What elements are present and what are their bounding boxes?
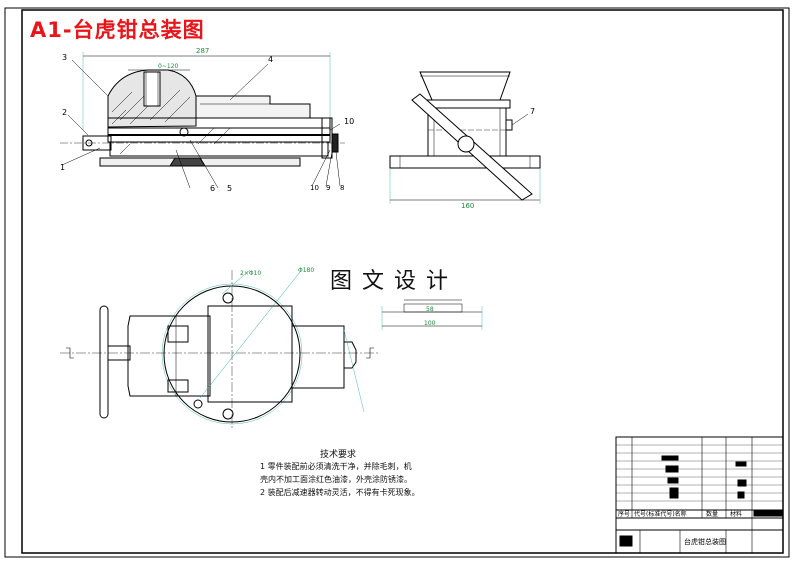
dim-side-width: 160 xyxy=(461,202,474,210)
dim-plate-dia: Φ180 xyxy=(298,267,314,274)
top-view xyxy=(60,269,483,430)
title-block xyxy=(615,436,784,554)
callout-3: 3 xyxy=(62,53,67,62)
callout-6: 6 xyxy=(210,184,215,193)
callout-1: 1 xyxy=(60,163,65,172)
drawing-title: A1-台虎钳总装图 xyxy=(30,18,205,42)
callout-5: 5 xyxy=(227,184,232,193)
inner-frame xyxy=(21,9,784,554)
side-view xyxy=(389,71,541,204)
callout-10-top: 10 xyxy=(344,117,354,126)
callout-10-bottom: 10 xyxy=(310,184,319,192)
dim-slot-inner: 58 xyxy=(426,306,434,313)
tb-col-mat: 材料 xyxy=(730,510,742,518)
front-section-view xyxy=(60,52,345,189)
notes-heading: 技术要求 xyxy=(320,450,357,460)
tb-col-qty: 数量 xyxy=(706,510,718,518)
callout-4: 4 xyxy=(268,55,273,64)
callout-8: 8 xyxy=(340,184,344,192)
dim-slot-outer: 100 xyxy=(424,320,436,327)
dim-bolt-holes: 2×Φ10 xyxy=(240,270,261,277)
watermark-text: 图文设计 xyxy=(330,265,480,299)
dim-travel: 0~120 xyxy=(158,63,178,70)
tb-drawing-name: 台虎钳总装图 xyxy=(684,537,726,546)
callout-9: 9 xyxy=(326,184,330,192)
notes-line-3: 2 装配后减速器转动灵活，不得有卡死现象。 xyxy=(260,488,420,497)
dim-overall-length: 287 xyxy=(196,47,209,55)
callout-7: 7 xyxy=(530,107,535,116)
callout-2: 2 xyxy=(62,108,67,117)
tb-col-code: 代号(标准代号)名称 xyxy=(634,510,687,518)
notes-line-2: 壳内不加工面涂红色油漆，外壳涂防锈漆。 xyxy=(260,475,412,484)
tb-col-seq: 序号 xyxy=(618,510,630,518)
notes-line-1: 1 零件装配前必须清洗干净，并除毛刺，机 xyxy=(260,462,412,471)
outer-frame xyxy=(4,7,790,558)
